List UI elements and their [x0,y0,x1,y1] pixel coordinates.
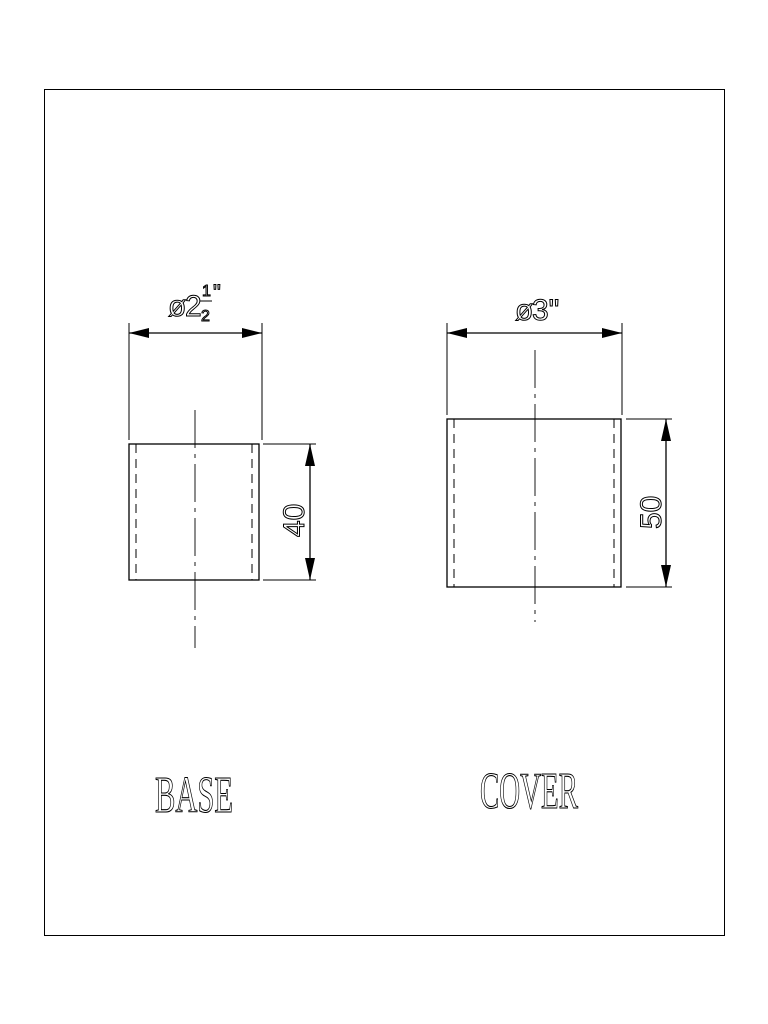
cover-height-value: 50 [635,496,668,529]
base-diameter-whole: 2 [185,290,202,323]
cover-part: ø 3" 50 COVER [446,294,672,821]
base-label: BASE [155,767,233,824]
cover-height-arrow-top [661,419,671,441]
base-diameter-frac-num: 1 [202,283,211,300]
base-diameter-frac-den: 2 [201,308,210,325]
base-body-outline [128,443,260,581]
cover-diameter-text: 3" [532,294,559,327]
cover-diameter-symbol: ø [515,294,533,327]
cover-height-arrow-bottom [661,565,671,587]
cover-diameter-arrow-right [602,328,622,338]
base-diameter-arrow-left [129,328,149,338]
cover-body-outline [446,418,622,588]
base-height-value: 40 [278,504,311,537]
base-part: ø 2 1 2 " 40 BASE [128,280,316,825]
cover-label: COVER [480,763,578,820]
cover-diameter-arrow-left [447,328,467,338]
base-diameter-symbol: ø [168,290,186,323]
base-diameter-unit: " [213,280,221,305]
drawing-frame [44,89,725,936]
base-height-arrow-bottom [305,558,315,580]
base-diameter-arrow-right [242,328,262,338]
base-height-arrow-top [305,444,315,466]
